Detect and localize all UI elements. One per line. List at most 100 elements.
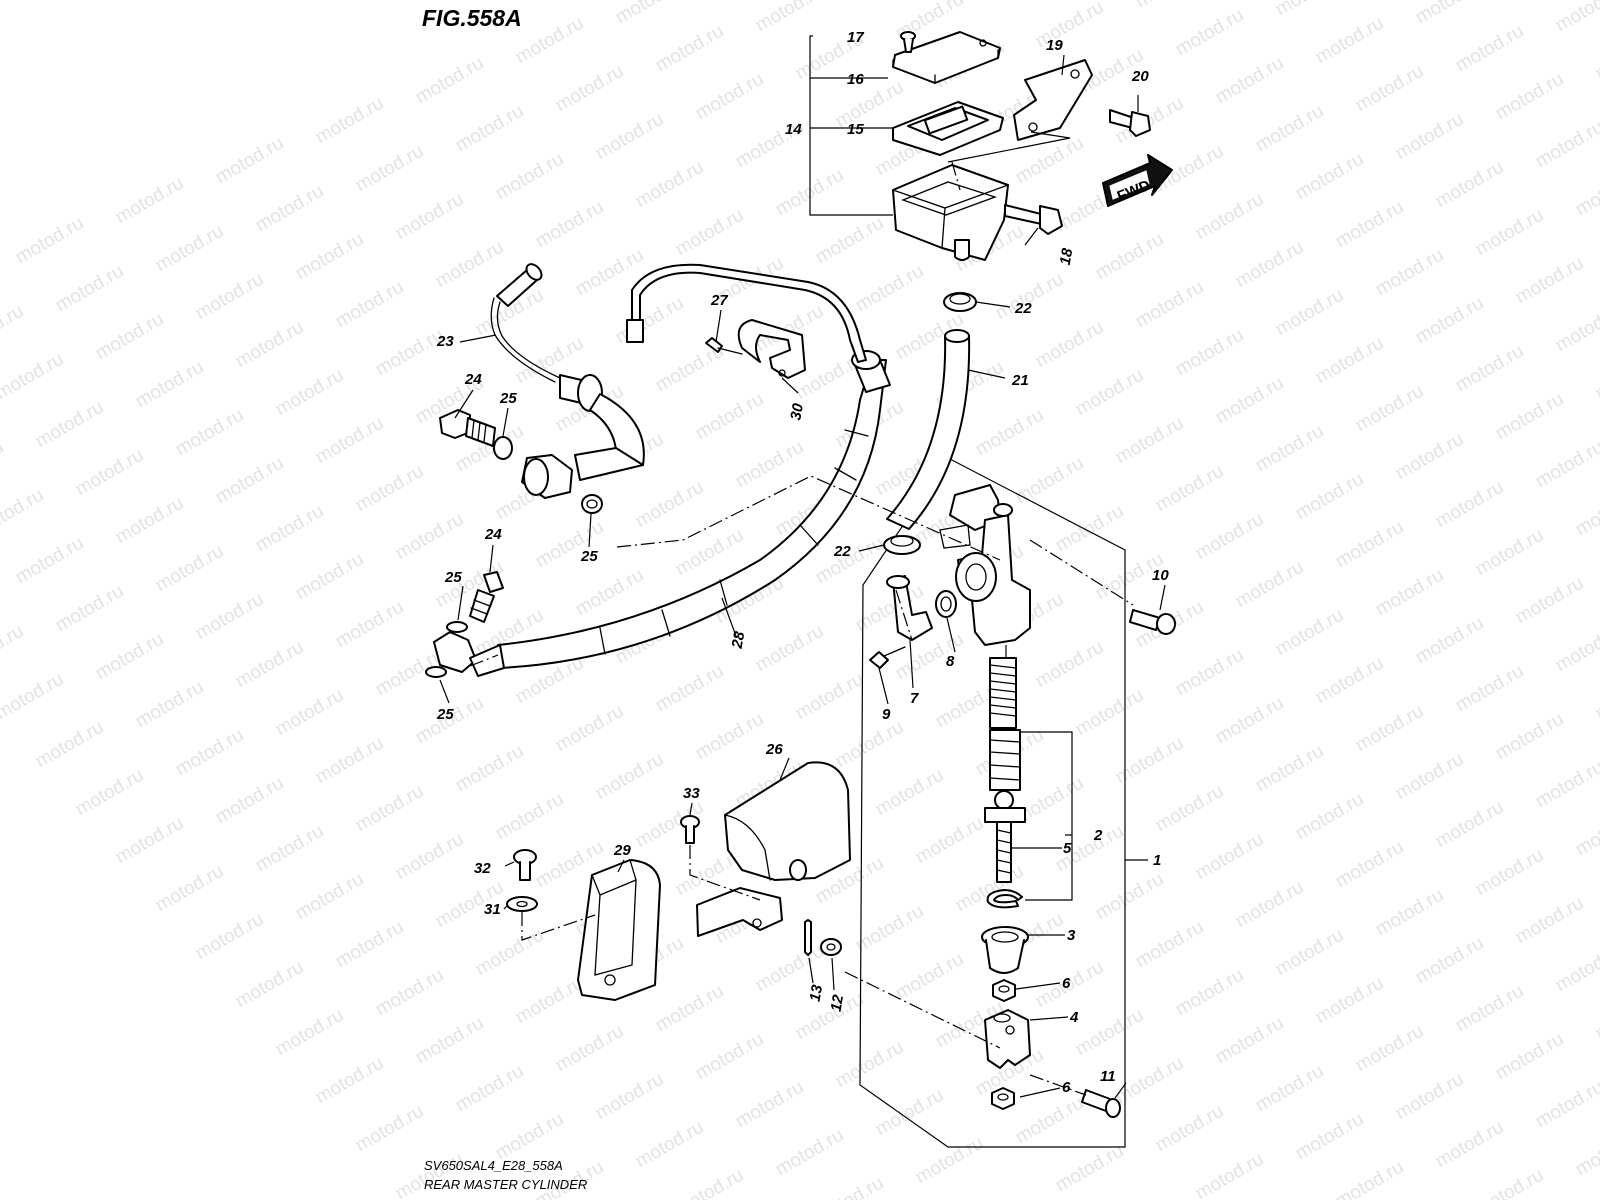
watermark-text: motod.ru [1312, 973, 1387, 1029]
watermark-text: motod.ru [732, 1077, 807, 1133]
callout-25a: 25 [499, 390, 517, 407]
callout-25b: 25 [580, 548, 598, 565]
watermark-text: motod.ru [192, 589, 267, 645]
watermark-text: motod.ru [1232, 237, 1307, 293]
washer-25-d [425, 666, 447, 678]
watermark-text: motod.ru [152, 221, 227, 277]
watermark-text: motod.ru [192, 909, 267, 965]
watermark-text: motod.ru [1472, 205, 1547, 261]
watermark-text: motod.ru [292, 869, 367, 925]
watermark-text: motod.ru [112, 173, 187, 229]
watermark-text: motod.ru [52, 261, 127, 317]
callout-24a: 24 [464, 371, 482, 388]
watermark-text: motod.ru [312, 93, 387, 149]
watermark-text: motod.ru [1052, 501, 1127, 557]
washer-25-b [581, 494, 603, 514]
master-cylinder-guard-26 [696, 761, 851, 937]
watermark-text: motod.ru [92, 309, 167, 365]
fwd-direction-arrow: FWD [1102, 154, 1173, 207]
watermark-text: motod.ru [652, 661, 727, 717]
watermark-text: motod.ru [1072, 1005, 1147, 1061]
watermark-text: motod.ru [1492, 709, 1567, 765]
figure-code: SV650SAL4_E28_558A [424, 1158, 563, 1173]
watermark-text: motod.ru [1332, 1157, 1407, 1200]
watermark-text: motod.ru [1212, 1013, 1287, 1069]
watermark-text: motod.ru [1392, 109, 1467, 165]
watermark-text: motod.ru [72, 445, 147, 501]
reservoir-hose-21 [886, 335, 971, 530]
hose-union-23 [559, 374, 645, 481]
callout-15: 15 [847, 121, 864, 138]
watermark-text: motod.ru [132, 677, 207, 733]
screw-17 [900, 31, 916, 53]
guard-26-axis [689, 845, 761, 901]
watermark-text: motod.ru [452, 101, 527, 157]
bolt-27 [705, 337, 743, 355]
watermark-text: motod.ru [972, 405, 1047, 461]
watermark-text: motod.ru [0, 485, 47, 541]
hose-joint-7 [886, 575, 933, 641]
watermark-text: motod.ru [0, 621, 27, 677]
watermark-text: motod.ru [1152, 781, 1227, 837]
watermark-text: motod.ru [252, 821, 327, 877]
watermark-text: motod.ru [332, 917, 407, 973]
watermark-text: motod.ru [672, 205, 747, 261]
watermark-text: motod.ru [312, 413, 387, 469]
watermark-text: motod.ru [112, 813, 187, 869]
lower-banjo-axis [469, 654, 499, 667]
watermark-text: motod.ru [1272, 0, 1347, 20]
watermark-text: motod.ru [0, 437, 7, 493]
watermark-text: motod.ru [812, 1173, 887, 1200]
callout-19: 19 [1046, 37, 1063, 54]
banjo-bolt-23 [496, 263, 543, 307]
watermark-text: motod.ru [352, 141, 427, 197]
callout-4: 4 [1069, 1009, 1079, 1026]
figure-name: REAR MASTER CYLINDER [424, 1177, 587, 1192]
watermark-text: motod.ru [1332, 837, 1407, 893]
bracket-leader [947, 131, 1071, 163]
nut-6-lower [991, 1087, 1015, 1110]
watermark-text: motod.ru [172, 725, 247, 781]
watermark-text: motod.ru [432, 237, 507, 293]
watermark-text: motod.ru [612, 293, 687, 349]
cotter-pin-13 [804, 919, 812, 956]
callout-22b: 22 [833, 543, 851, 560]
watermark-text: motod.ru [952, 861, 1027, 917]
watermark-text: motod.ru [0, 349, 67, 405]
watermark-text: motod.ru [352, 461, 427, 517]
watermark-text: motod.ru [312, 733, 387, 789]
callout-11: 11 [1100, 1068, 1116, 1085]
watermark-text: motod.ru [1332, 517, 1407, 573]
watermark-text: motod.ru [1572, 805, 1600, 861]
watermark-text: motod.ru [592, 1069, 667, 1125]
watermark-text: motod.ru [72, 765, 147, 821]
watermark-text: motod.ru [832, 77, 907, 133]
clevis-4 [984, 1009, 1031, 1069]
watermark-text: motod.ru [1292, 789, 1367, 845]
watermark-text: motod.ru [1112, 1053, 1187, 1109]
watermark-text: motod.ru [1072, 685, 1147, 741]
guard-29-axis [521, 912, 596, 941]
watermark-text: motod.ru [1472, 1165, 1547, 1200]
watermark-text: motod.ru [1592, 349, 1600, 405]
watermark-text: motod.ru [772, 1125, 847, 1181]
watermark-text: motod.ru [1592, 29, 1600, 85]
watermark-text: motod.ru [0, 301, 27, 357]
watermark-text: motod.ru [1292, 1109, 1367, 1165]
watermark-text: motod.ru [452, 1061, 527, 1117]
joint-axis [895, 589, 913, 641]
callout-32: 32 [474, 860, 491, 877]
watermark-text: motod.ru [912, 1133, 987, 1189]
watermark-text: motod.ru [1412, 933, 1487, 989]
watermark-text: motod.ru [1392, 749, 1467, 805]
watermark-text: motod.ru [1072, 365, 1147, 421]
watermark-text: motod.ru [352, 781, 427, 837]
callout-5: 5 [1063, 840, 1072, 857]
watermark-text: motod.ru [1432, 1117, 1507, 1173]
watermark-text: motod.ru [1552, 621, 1600, 677]
callout-22a: 22 [1014, 300, 1032, 317]
callout-6a: 6 [1062, 975, 1071, 992]
watermark-text: motod.ru [1132, 0, 1207, 12]
watermark-text: motod.ru [332, 277, 407, 333]
watermark-text: motod.ru [1252, 741, 1327, 797]
